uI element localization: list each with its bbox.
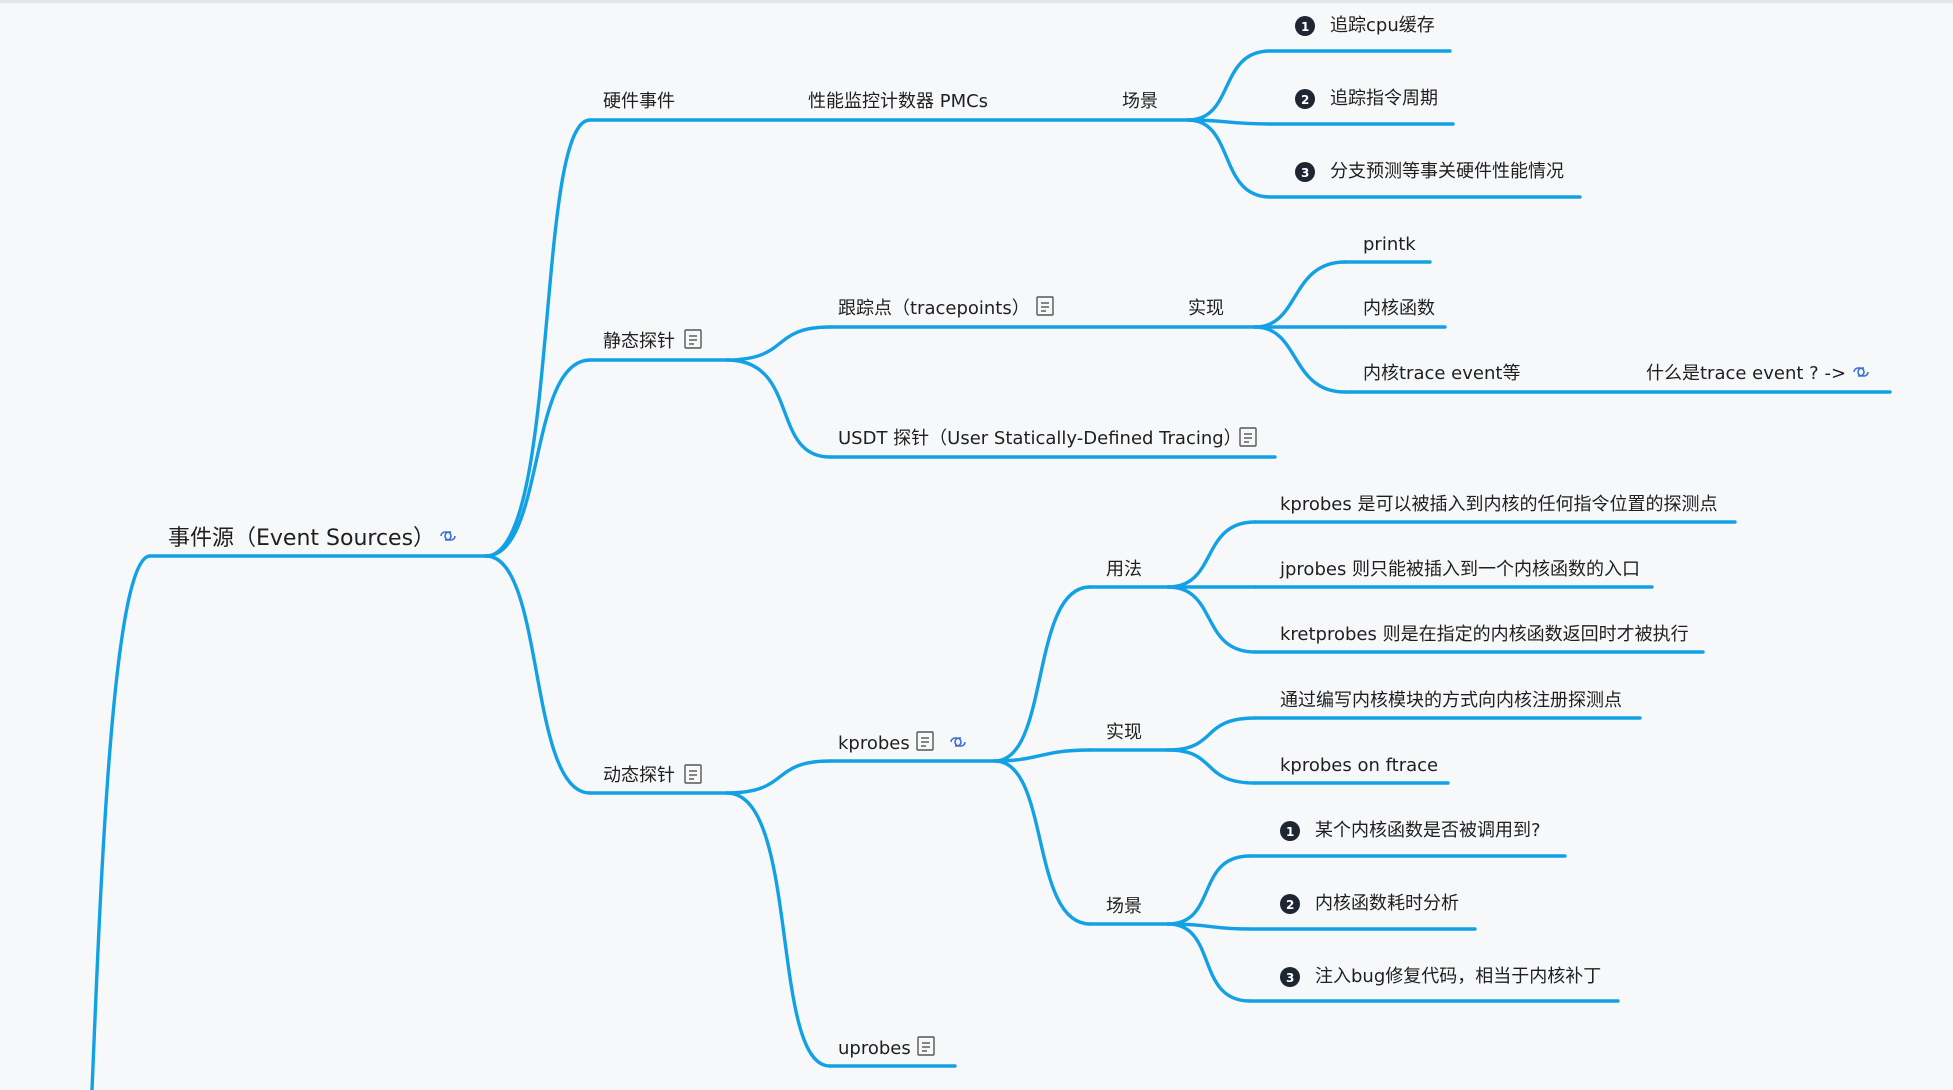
edge-tpimpl-ktrace bbox=[1253, 325, 1347, 394]
note-icon[interactable] bbox=[684, 764, 702, 784]
svg-text:1: 1 bbox=[1286, 825, 1294, 839]
node-kp-impl[interactable]: 实现 bbox=[1106, 722, 1142, 743]
node-kfunc[interactable]: 内核函数 bbox=[1363, 298, 1435, 319]
node-hw-s3[interactable]: 分支预测等事关硬件性能情况 bbox=[1330, 161, 1564, 182]
node-pmc[interactable]: 性能监控计数器 PMCs bbox=[808, 91, 988, 112]
badge-3-icon: 3 bbox=[1280, 967, 1300, 987]
node-usdt[interactable]: USDT 探针（User Statically-Defined Tracing） bbox=[838, 428, 1242, 449]
node-what-trace[interactable]: 什么是trace event ? -> bbox=[1646, 363, 1846, 384]
edge-root-dynamic bbox=[484, 554, 592, 795]
node-uprobes[interactable]: uprobes bbox=[838, 1038, 911, 1059]
link-icon[interactable] bbox=[950, 737, 966, 747]
edge-scene-3 bbox=[1166, 922, 1252, 1003]
edge-impl-1 bbox=[1166, 716, 1257, 752]
node-printk[interactable]: printk bbox=[1363, 234, 1416, 255]
node-use2[interactable]: jprobes 则只能被插入到一个内核函数的入口 bbox=[1279, 559, 1640, 580]
svg-text:3: 3 bbox=[1286, 971, 1294, 985]
top-border bbox=[0, 0, 1953, 3]
node-scene1[interactable]: 某个内核函数是否被调用到? bbox=[1315, 820, 1541, 841]
node-impl1[interactable]: 通过编写内核模块的方式向内核注册探测点 bbox=[1280, 690, 1622, 711]
note-icon[interactable] bbox=[1239, 427, 1257, 447]
node-hw[interactable]: 硬件事件 bbox=[603, 91, 675, 112]
edge-dyn-kprobes bbox=[725, 759, 832, 795]
edge-tpimpl-printk bbox=[1253, 260, 1347, 329]
edge-hw-scene bbox=[1186, 49, 1272, 122]
edge-impl-2 bbox=[1166, 748, 1257, 785]
node-dynamic[interactable]: 动态探针 bbox=[603, 765, 675, 786]
node-scene3[interactable]: 注入bug修复代码，相当于内核补丁 bbox=[1315, 966, 1601, 987]
note-icon[interactable] bbox=[1036, 296, 1054, 316]
link-icon[interactable] bbox=[1853, 367, 1869, 377]
svg-text:3: 3 bbox=[1301, 166, 1309, 180]
edge-kp-impl bbox=[993, 748, 1092, 763]
svg-text:2: 2 bbox=[1301, 93, 1309, 107]
node-tp-impl[interactable]: 实现 bbox=[1188, 298, 1224, 319]
edge-trunk bbox=[90, 554, 152, 1090]
node-hw-s1[interactable]: 追踪cpu缓存 bbox=[1330, 15, 1435, 36]
edge-usage-3 bbox=[1166, 585, 1257, 654]
edge-usage-1 bbox=[1166, 520, 1257, 589]
note-icon[interactable] bbox=[917, 1036, 935, 1056]
node-use3[interactable]: kretprobes 则是在指定的内核函数返回时才被执行 bbox=[1280, 624, 1689, 645]
node-impl2[interactable]: kprobes on ftrace bbox=[1280, 755, 1438, 776]
edge-kp-usage bbox=[993, 585, 1092, 763]
note-icon[interactable] bbox=[684, 329, 702, 349]
edge-kp-scene bbox=[993, 759, 1092, 926]
badge-1-icon: 1 bbox=[1295, 16, 1315, 36]
edges bbox=[90, 49, 1347, 1090]
underlines bbox=[148, 49, 1892, 1068]
node-hw-s2[interactable]: 追踪指令周期 bbox=[1330, 88, 1438, 109]
edge-root-hw bbox=[484, 118, 592, 558]
node-kprobes[interactable]: kprobes bbox=[838, 733, 910, 754]
svg-text:2: 2 bbox=[1286, 898, 1294, 912]
edge-static-tp bbox=[725, 325, 832, 362]
node-static[interactable]: 静态探针 bbox=[603, 331, 675, 352]
edge-dyn-uprobes bbox=[725, 791, 832, 1068]
badge-2-icon: 2 bbox=[1280, 894, 1300, 914]
link-icon[interactable] bbox=[440, 531, 456, 541]
node-use1[interactable]: kprobes 是可以被插入到内核的任何指令位置的探测点 bbox=[1280, 494, 1717, 515]
edge-static-usdt bbox=[725, 358, 832, 459]
note-icon[interactable] bbox=[916, 731, 934, 751]
node-ktrace[interactable]: 内核trace event等 bbox=[1363, 363, 1520, 384]
badge-2-icon: 2 bbox=[1295, 89, 1315, 109]
badge-1-icon: 1 bbox=[1280, 821, 1300, 841]
node-scene2[interactable]: 内核函数耗时分析 bbox=[1315, 893, 1459, 914]
badge-3-icon: 3 bbox=[1295, 162, 1315, 182]
labels: 事件源（Event Sources） 硬件事件 性能监控计数器 PMCs 场景 … bbox=[168, 15, 1869, 1059]
node-root[interactable]: 事件源（Event Sources） bbox=[168, 526, 435, 551]
edge-root-static bbox=[484, 358, 592, 558]
svg-text:1: 1 bbox=[1301, 20, 1309, 34]
node-kp-scene[interactable]: 场景 bbox=[1106, 896, 1142, 917]
node-tracepoints[interactable]: 跟踪点（tracepoints） bbox=[838, 298, 1030, 319]
node-usage[interactable]: 用法 bbox=[1106, 559, 1142, 580]
edge-scene-1 bbox=[1166, 854, 1252, 926]
node-hw-scene[interactable]: 场景 bbox=[1122, 91, 1158, 112]
edge-hw-scene3 bbox=[1186, 118, 1272, 199]
